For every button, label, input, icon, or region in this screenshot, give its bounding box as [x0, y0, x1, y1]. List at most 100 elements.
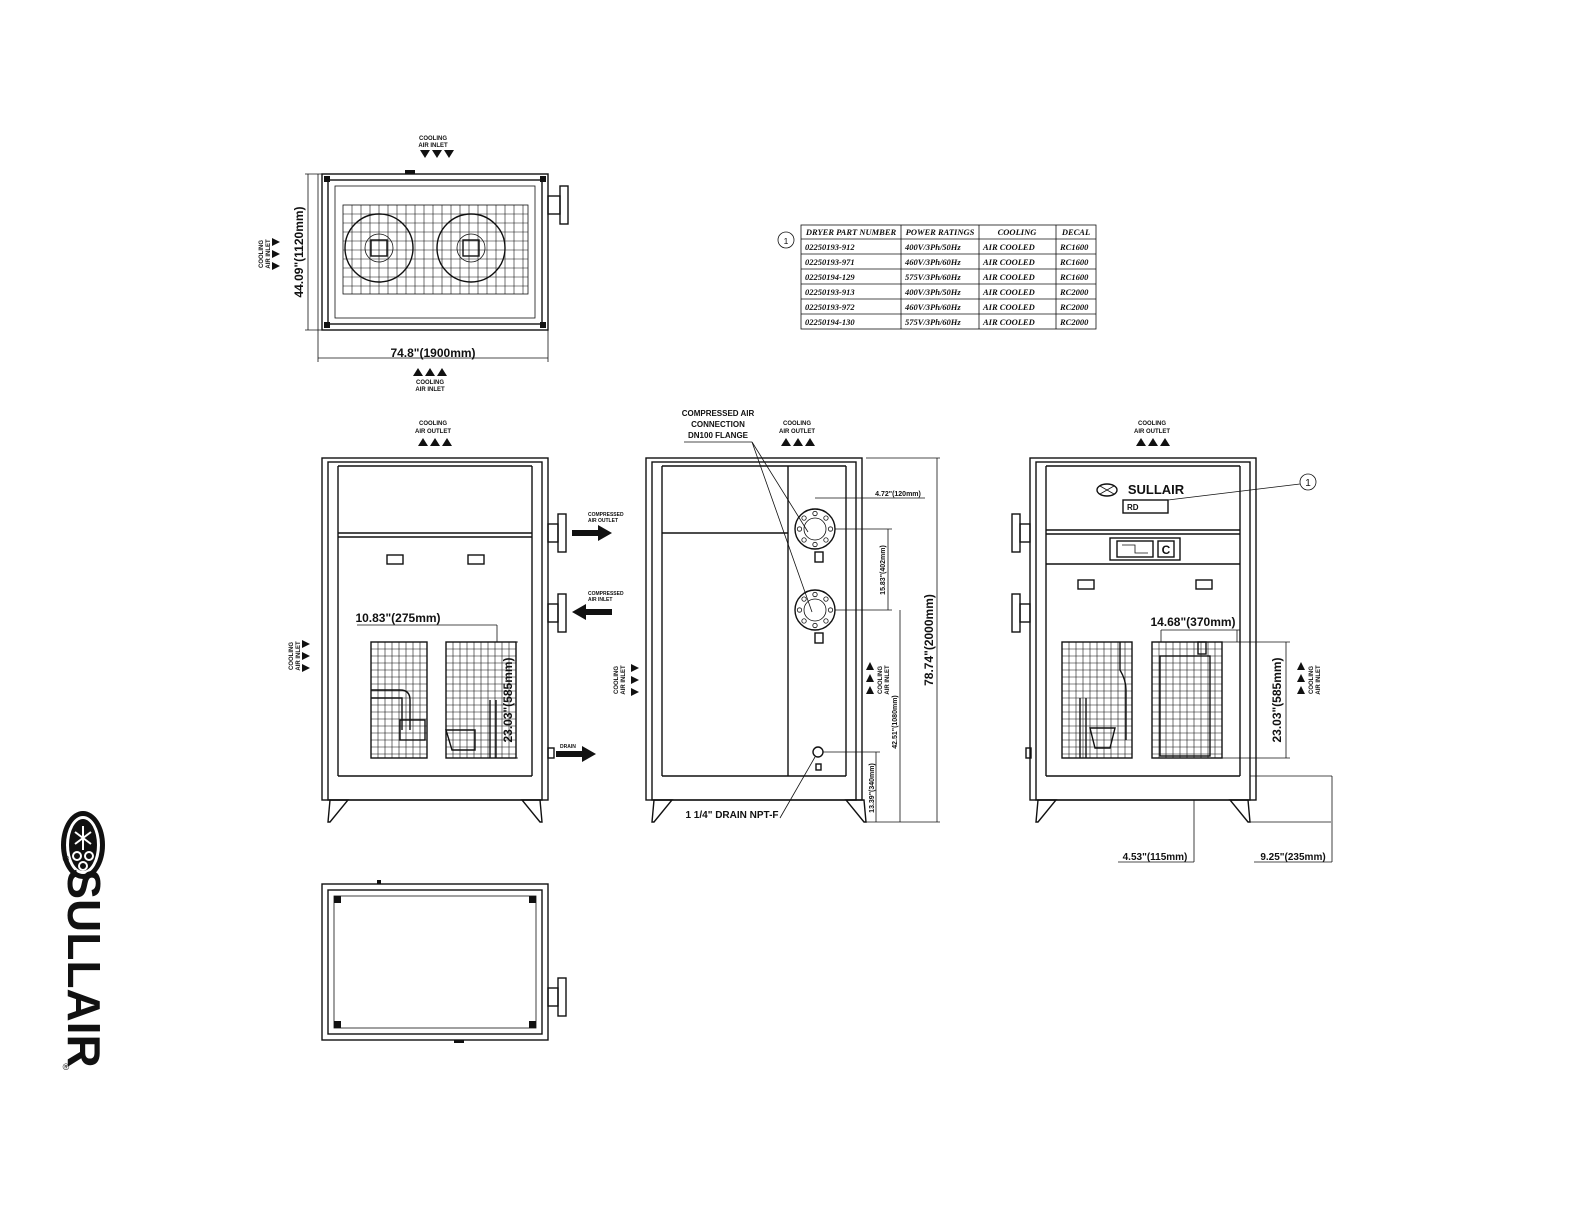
arrow-down-icon	[420, 150, 454, 158]
arrow-right-icon	[556, 746, 596, 762]
label-compressed-outlet-1: COMPRESSED	[588, 512, 624, 518]
arrow-up-icon	[1297, 662, 1305, 694]
label-cooling-top-2: AIR INLET	[418, 143, 448, 149]
flange	[794, 508, 836, 631]
label-connection-2: CONNECTION	[691, 420, 745, 429]
arrow-left-icon	[572, 604, 612, 620]
label-cooling-outlet-2: AIR OUTLET	[779, 429, 815, 435]
label-cooling-bottom-2: AIR INLET	[415, 387, 445, 393]
model-plate: RD	[1127, 503, 1139, 512]
label-cooling-outlet-1: COOLING	[1138, 421, 1166, 427]
label-cooling-left-2: AIR INLET	[266, 239, 272, 269]
logo-registered: ®	[63, 854, 70, 864]
arrow-right-icon	[302, 640, 310, 672]
label-cooling-outlet-1: COOLING	[783, 421, 811, 427]
label-cooling-left-2: AIR INLET	[621, 665, 627, 695]
base-view	[321, 880, 567, 1043]
brand-name: SULLAIR	[1128, 482, 1185, 497]
arrow-up-icon	[866, 662, 874, 694]
dim-filter-height: 23.03"(585mm)	[501, 657, 515, 742]
logo-registered-2: ®	[63, 1062, 70, 1072]
dim-width: 74.8"(1900mm)	[390, 346, 475, 360]
table-cell: 02250193-913	[805, 287, 855, 297]
table-header: COOLING	[998, 227, 1038, 237]
top-view: 74.8"(1900mm) 44.09"(1120mm) COOLING AIR…	[259, 136, 569, 393]
callout-number: 1	[1305, 478, 1311, 489]
logo-text: SULLAIR	[58, 868, 110, 1067]
table-cell: AIR COOLED	[982, 287, 1035, 297]
label-cooling-right-2: AIR INLET	[885, 665, 891, 695]
table-cell: RC2000	[1059, 287, 1089, 297]
label-compressed-outlet-2: AIR OUTLET	[588, 518, 618, 524]
filter-panel	[1061, 641, 1223, 759]
label-cooling-right-1: COOLING	[1309, 666, 1315, 694]
arrow-up-icon	[413, 368, 447, 376]
arrow-up-icon	[1136, 438, 1170, 446]
label-compressed-inlet-2: AIR INLET	[588, 597, 612, 603]
dim-flange-offset: 4.72"(120mm)	[875, 491, 921, 498]
table-cell: 400V/3Ph/50Hz	[904, 242, 961, 252]
dim-filter-height-back: 23.03"(585mm)	[1270, 657, 1284, 742]
label-drain-npt: 1 1/4" DRAIN NPT-F	[685, 810, 778, 821]
table-cell: 02250193-912	[805, 242, 855, 252]
table-cell: AIR COOLED	[982, 257, 1035, 267]
label-compressed-inlet-1: COMPRESSED	[588, 591, 624, 597]
dim-flange-spacing: 15.83"(402mm)	[880, 545, 887, 595]
arrow-right-icon	[631, 664, 639, 696]
table-cell: AIR COOLED	[982, 302, 1035, 312]
dim-flange-height: 42.51"(1080mm)	[892, 695, 899, 749]
table-cell: 02250193-971	[805, 257, 855, 267]
table-callout: 1	[784, 236, 789, 246]
table-cell: AIR COOLED	[982, 317, 1035, 327]
table-cell: 02250194-130	[805, 317, 855, 327]
table-cell: 460V/3Ph/60Hz	[904, 302, 961, 312]
dim-drain-height: 13.39"(340mm)	[869, 763, 876, 813]
table-header: DRYER PART NUMBER	[805, 227, 897, 237]
filter-panel	[370, 641, 517, 759]
table-cell: 02250193-972	[805, 302, 855, 312]
table-cell: 02250194-129	[805, 272, 855, 282]
dim-filter-width-back: 14.68"(370mm)	[1150, 615, 1235, 629]
table-cell: RC1600	[1059, 272, 1089, 282]
label-drain: DRAIN	[560, 744, 576, 750]
label-cooling-outlet-2: AIR OUTLET	[415, 429, 451, 435]
table-cell: AIR COOLED	[982, 272, 1035, 282]
arrow-right-icon	[572, 525, 612, 541]
table-cell: 400V/3Ph/50Hz	[904, 287, 961, 297]
label-connection-1: COMPRESSED AIR	[682, 409, 755, 418]
table-header: POWER RATINGS	[906, 227, 975, 237]
table-header: DECAL	[1061, 227, 1090, 237]
label-cooling-outlet-1: COOLING	[419, 421, 447, 427]
table-cell: 460V/3Ph/60Hz	[904, 257, 961, 267]
label-connection-3: DN100 FLANGE	[688, 431, 749, 440]
dim-foot-offset-a: 4.53"(115mm)	[1123, 852, 1188, 863]
back-view: SULLAIR RD 1 C	[1011, 421, 1333, 863]
dim-foot-offset-b: 9.25"(235mm)	[1260, 852, 1325, 863]
dim-height: 78.74"(2000mm)	[922, 594, 936, 686]
label-cooling-left-1: COOLING	[289, 642, 295, 670]
label-cooling-outlet-2: AIR OUTLET	[1134, 429, 1170, 435]
arrow-up-icon	[418, 438, 452, 446]
table-cell: RC2000	[1059, 302, 1089, 312]
arrow-right-icon	[272, 238, 280, 270]
table-cell: RC2000	[1059, 317, 1089, 327]
part-number-table: 1 DRYER PART NUMBER POWER RATINGS COOLIN…	[777, 224, 1097, 330]
dim-filter-width: 10.83"(275mm)	[355, 611, 440, 625]
dim-depth: 44.09"(1120mm)	[292, 206, 306, 297]
sullair-logo: SULLAIR ® ®	[58, 811, 110, 1072]
label-cooling-top-1: COOLING	[419, 136, 447, 142]
controller-display-icon: C	[1109, 537, 1181, 561]
label-cooling-bottom-1: COOLING	[416, 380, 444, 386]
label-cooling-right-1: COOLING	[878, 666, 884, 694]
table-cell: AIR COOLED	[982, 242, 1035, 252]
label-cooling-left-2: AIR INLET	[296, 641, 302, 671]
svg-text:C: C	[1162, 543, 1171, 557]
arrow-up-icon	[781, 438, 815, 446]
label-cooling-right-2: AIR INLET	[1316, 665, 1322, 695]
front-view: COMPRESSED AIR OUTLET COMPRESSED AIR INL…	[289, 421, 624, 823]
fan-grille	[342, 204, 529, 295]
table-cell: 575V/3Ph/60Hz	[905, 272, 961, 282]
table-cell: 575V/3Ph/60Hz	[905, 317, 961, 327]
side-view: COMPRESSED AIR CONNECTION DN100 FLANGE 1…	[614, 409, 940, 823]
